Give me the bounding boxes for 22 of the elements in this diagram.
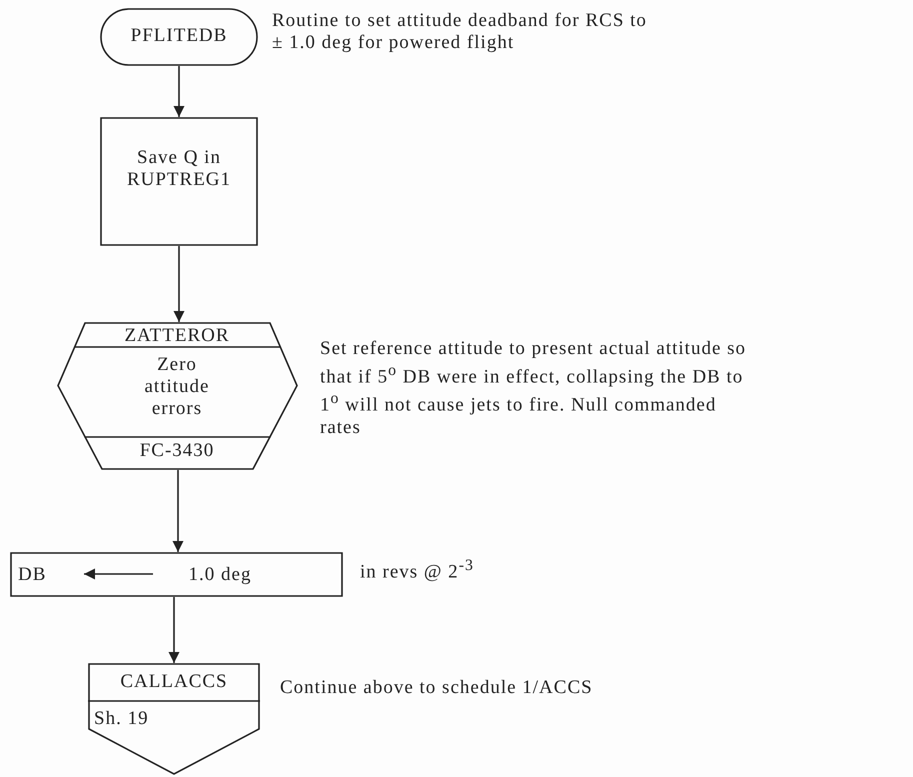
sheet-reference: Sh. 19 bbox=[94, 708, 150, 730]
arrow bbox=[168, 597, 180, 663]
off-page-connector bbox=[88, 663, 260, 775]
annotation-text: Set reference attitude to present actual attitude so that if 5$^{o}$ DB were in effect, collapsing the DB to 1$^{o}$ will not cause jets to fire. Null commanded rates bbox=[320, 338, 748, 439]
arrow bbox=[172, 470, 184, 552]
terminal-shape bbox=[100, 8, 258, 66]
process-box bbox=[10, 552, 343, 597]
annotation-text: in revs @ 2$^{-3}$ bbox=[360, 556, 475, 584]
arrow bbox=[173, 246, 185, 322]
process-text: Zero attitude errors bbox=[144, 354, 210, 420]
routine-name: PFLITEDB bbox=[130, 25, 228, 47]
hexagon-box bbox=[57, 322, 298, 470]
annotation-text: Continue above to schedule 1/ACCS bbox=[280, 677, 594, 699]
annotation-text: Routine to set attitude deadband for RCS to ± 1.0 deg for powered flight bbox=[272, 10, 648, 54]
arrow bbox=[173, 66, 185, 117]
process-text: Save Q in RUPTREG1 bbox=[126, 147, 232, 191]
process-text: 1.0 deg bbox=[188, 564, 252, 586]
reference-code: FC-3430 bbox=[138, 440, 216, 462]
routine-name: ZATTEROR bbox=[123, 325, 231, 347]
routine-name: CALLACCS bbox=[119, 671, 229, 693]
process-box bbox=[100, 117, 258, 246]
process-text: DB bbox=[18, 564, 48, 586]
